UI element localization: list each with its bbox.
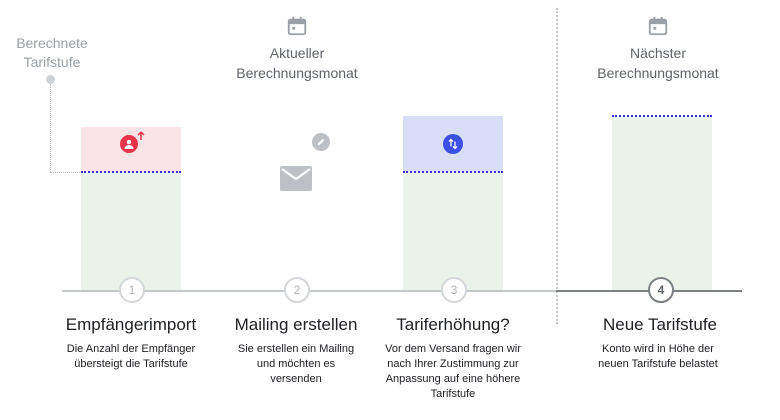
bar-1-base xyxy=(81,172,181,290)
step-marker-4: 4 xyxy=(648,277,674,303)
tier-limit-line-3 xyxy=(403,171,503,173)
bar-3-base xyxy=(403,172,503,290)
bar-4-new-tier xyxy=(612,116,712,290)
step-marker-3: 3 xyxy=(441,277,467,303)
next-month-line2: Berechnungsmonat xyxy=(597,65,719,81)
step-title-2: Mailing erstellen xyxy=(234,315,358,334)
tier-label: Berechnete Tarifstufe xyxy=(8,34,96,72)
step-description-1: Die Anzahl der Empfänger übersteigt die … xyxy=(66,343,196,370)
step-title-3: Tariferhöhung? xyxy=(396,315,510,334)
calendar-icon xyxy=(287,16,307,36)
step-description-2: Sie erstellen ein Mailing und möchten es… xyxy=(237,343,355,385)
tier-marker-dot xyxy=(46,75,55,84)
tier-label-line2: Tarifstufe xyxy=(23,54,81,70)
step-marker-1: 1 xyxy=(119,277,145,303)
person-add-icon xyxy=(120,135,138,153)
tier-limit-line-1 xyxy=(81,171,181,173)
current-month-line2: Berechnungsmonat xyxy=(236,65,358,81)
arrow-up-icon xyxy=(137,131,145,140)
envelope-icon xyxy=(280,166,312,191)
tier-label-line1: Berechnete xyxy=(16,35,88,51)
tier-connector-vertical xyxy=(50,84,51,172)
current-month-label: Aktueller Berechnungsmonat xyxy=(212,43,382,83)
pencil-icon xyxy=(312,133,330,151)
next-month-line1: Nächster xyxy=(629,45,687,61)
swap-vertical-icon xyxy=(443,134,463,154)
step-title-4: Neue Tarifstufe xyxy=(602,315,718,334)
calendar-icon xyxy=(648,16,668,36)
step-description-4: Konto wird in Höhe der neuen Tarifstufe … xyxy=(598,343,718,370)
step-title-1: Empfängerimport xyxy=(65,315,197,334)
next-month-label: Nächster Berechnungsmonat xyxy=(573,43,743,83)
month-divider xyxy=(556,8,558,324)
current-month-line1: Aktueller xyxy=(269,45,325,61)
step-marker-2: 2 xyxy=(284,277,310,303)
tier-connector-horizontal xyxy=(50,172,80,173)
step-description-3: Vor dem Versand fragen wir nach Ihrer Zu… xyxy=(385,343,521,400)
tier-limit-line-4 xyxy=(612,115,712,117)
